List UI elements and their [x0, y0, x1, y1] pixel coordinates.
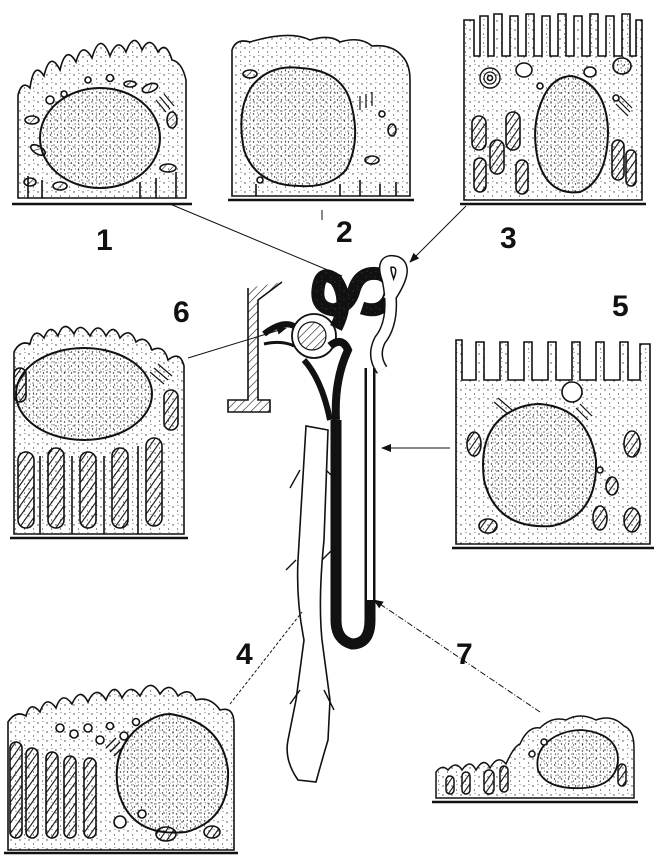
leader-1	[170, 204, 342, 276]
cell-6-drawing	[10, 326, 188, 538]
cell-4-drawing	[4, 685, 238, 853]
nephron-structure	[228, 261, 401, 782]
label-cell-5: 5	[612, 292, 629, 322]
label-cell-2: 2	[336, 218, 353, 248]
cell-3-drawing	[460, 14, 646, 204]
cell-2-drawing	[228, 35, 414, 200]
cell-5-drawing	[452, 340, 654, 548]
label-cell-6: 6	[173, 298, 190, 328]
label-cell-7: 7	[456, 640, 473, 670]
label-cell-4: 4	[236, 640, 253, 670]
label-cell-1: 1	[96, 226, 113, 256]
cell-1-drawing	[12, 40, 192, 204]
label-cell-3: 3	[500, 224, 517, 254]
leader-3	[410, 206, 466, 262]
cell-7-drawing	[432, 716, 638, 802]
